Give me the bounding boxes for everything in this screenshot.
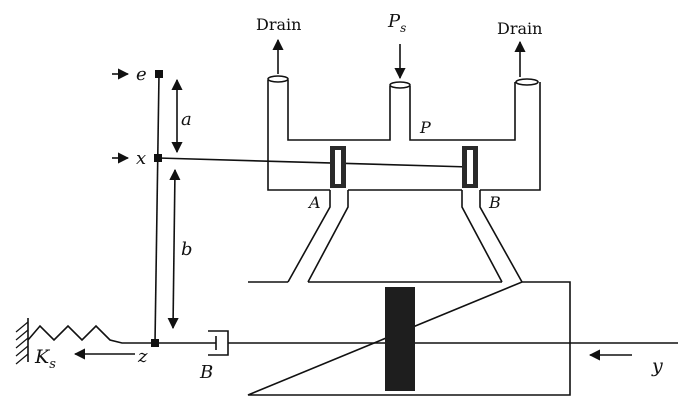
dim-a-label: a: [181, 109, 192, 130]
spool-land-a-slot: [335, 150, 341, 184]
supply-port: [389, 81, 411, 89]
supply-label: Ps: [387, 11, 406, 35]
actuator-cylinder: [247, 281, 571, 396]
actuator-piston: [385, 287, 415, 391]
damper-label: B: [199, 362, 213, 383]
port-a-label: A: [307, 193, 321, 212]
point-e-marker: [155, 70, 163, 78]
line-b: [461, 190, 523, 283]
output-y-label: y: [651, 355, 663, 377]
feedback-lever: [154, 73, 160, 344]
point-x-marker: [154, 154, 162, 162]
port-b-label: B: [488, 193, 501, 212]
valve-body: [267, 80, 541, 191]
spool-link: [157, 157, 471, 168]
dim-b-line: [167, 168, 181, 330]
damper: [208, 330, 229, 356]
dim-b-label: b: [181, 239, 193, 260]
drain-right-port: [515, 78, 539, 86]
point-z-label: z: [137, 346, 148, 367]
point-x-label: x: [136, 148, 146, 169]
line-a: [287, 190, 349, 283]
point-z-marker: [151, 339, 159, 347]
spring-label: Ks: [34, 346, 56, 372]
point-e-label: e: [136, 64, 147, 85]
drain-left-port: [267, 75, 289, 83]
spool-land-b-slot: [467, 150, 473, 184]
ground-hatch: [15, 321, 29, 365]
drain-right-label: Drain: [497, 19, 542, 38]
drain-left-label: Drain: [256, 15, 301, 34]
pressure-p-label: P: [419, 118, 431, 137]
spring: [27, 324, 155, 344]
